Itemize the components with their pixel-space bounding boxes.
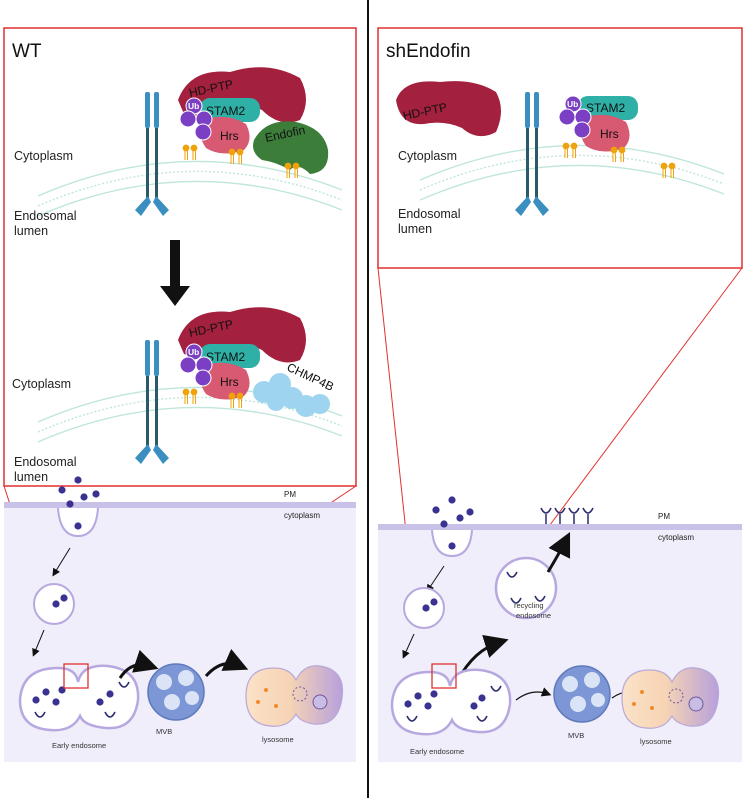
sh-panel: shEndofin Cytoplasm Endosomal lumen HD-P…: [377, 27, 743, 762]
wt-panel: WT Cytoplasm Endosomal lumen HD-PTP STAM…: [3, 27, 357, 762]
sh-lysosome-label: lysosome: [640, 737, 672, 746]
sh-surface-receptors: [540, 507, 594, 524]
sh-top-hrs-label: Hrs: [600, 127, 619, 141]
wt-top-cytoplasm-label: Cytoplasm: [14, 149, 73, 163]
wt-bottom-stam2: [200, 344, 260, 368]
sh-cytoplasm-label: cytoplasm: [658, 533, 694, 542]
wt-top-endofin: [253, 121, 329, 174]
sh-top-stam2: [578, 96, 638, 120]
sh-pm-label: PM: [658, 512, 670, 521]
sh-plasma-membrane: [378, 524, 742, 530]
wt-top-hrs-label: Hrs: [220, 129, 239, 143]
wt-top-lumen-label-2: lumen: [14, 224, 48, 238]
sh-recycling-label: recycling: [514, 601, 544, 610]
sh-top-lumen-label-2: lumen: [398, 222, 432, 236]
wt-bottom-hrs: [200, 362, 250, 400]
sh-lysosome: [621, 667, 720, 729]
wt-mvb-label: MVB: [156, 727, 172, 736]
sh-zoom-marker: [431, 663, 457, 689]
wt-bottom-hrs-label: Hrs: [220, 375, 239, 389]
wt-cytoplasm-label: cytoplasm: [284, 511, 320, 520]
wt-top-ub-label: Ub: [188, 101, 199, 111]
wt-bottom-stam2-label: STAM2: [206, 350, 245, 364]
sh-zoom-frame: [377, 27, 743, 269]
wt-title: WT: [12, 41, 42, 62]
sh-top-lumen-label: Endosomal: [398, 207, 461, 221]
wt-top-hrs: [200, 116, 250, 154]
sh-top-hrs: [580, 114, 630, 152]
sh-title: shEndofin: [386, 41, 471, 62]
wt-lysosome: [245, 665, 344, 727]
wt-lysosome-label: lysosome: [262, 735, 294, 744]
wt-bottom-lumen-label-2: lumen: [14, 470, 48, 484]
wt-early-endosome-label: Early endosome: [52, 741, 106, 750]
wt-pm-label: PM: [284, 490, 296, 499]
wt-bottom-lumen-label: Endosomal: [14, 455, 77, 469]
wt-top-membrane: [37, 160, 343, 197]
sh-mvb-label: MVB: [568, 731, 584, 740]
wt-bottom-cytoplasm-label: Cytoplasm: [12, 377, 71, 391]
wt-bottom-ub-label: Ub: [188, 347, 199, 357]
sh-early-endosome-label: Early endosome: [410, 747, 464, 756]
sh-top-cytoplasm-label: Cytoplasm: [398, 149, 457, 163]
sh-top-ub-label: Ub: [567, 99, 578, 109]
wt-zoom-marker: [63, 663, 89, 689]
sh-top-stam2-label: STAM2: [586, 101, 625, 115]
sh-early-endosome: [390, 668, 512, 736]
wt-top-stam2: [200, 98, 260, 122]
wt-top-stam2-label: STAM2: [206, 104, 245, 118]
sh-recycling-endosome: [494, 556, 558, 620]
wt-early-endosome: [18, 664, 140, 732]
sh-recycling-label-2: endosome: [516, 611, 551, 620]
wt-top-lumen-label: Endosomal: [14, 209, 77, 223]
wt-bottom-chmp4b: [253, 373, 330, 417]
wt-plasma-membrane: [4, 502, 356, 508]
sh-top-hdptp: [396, 81, 501, 137]
